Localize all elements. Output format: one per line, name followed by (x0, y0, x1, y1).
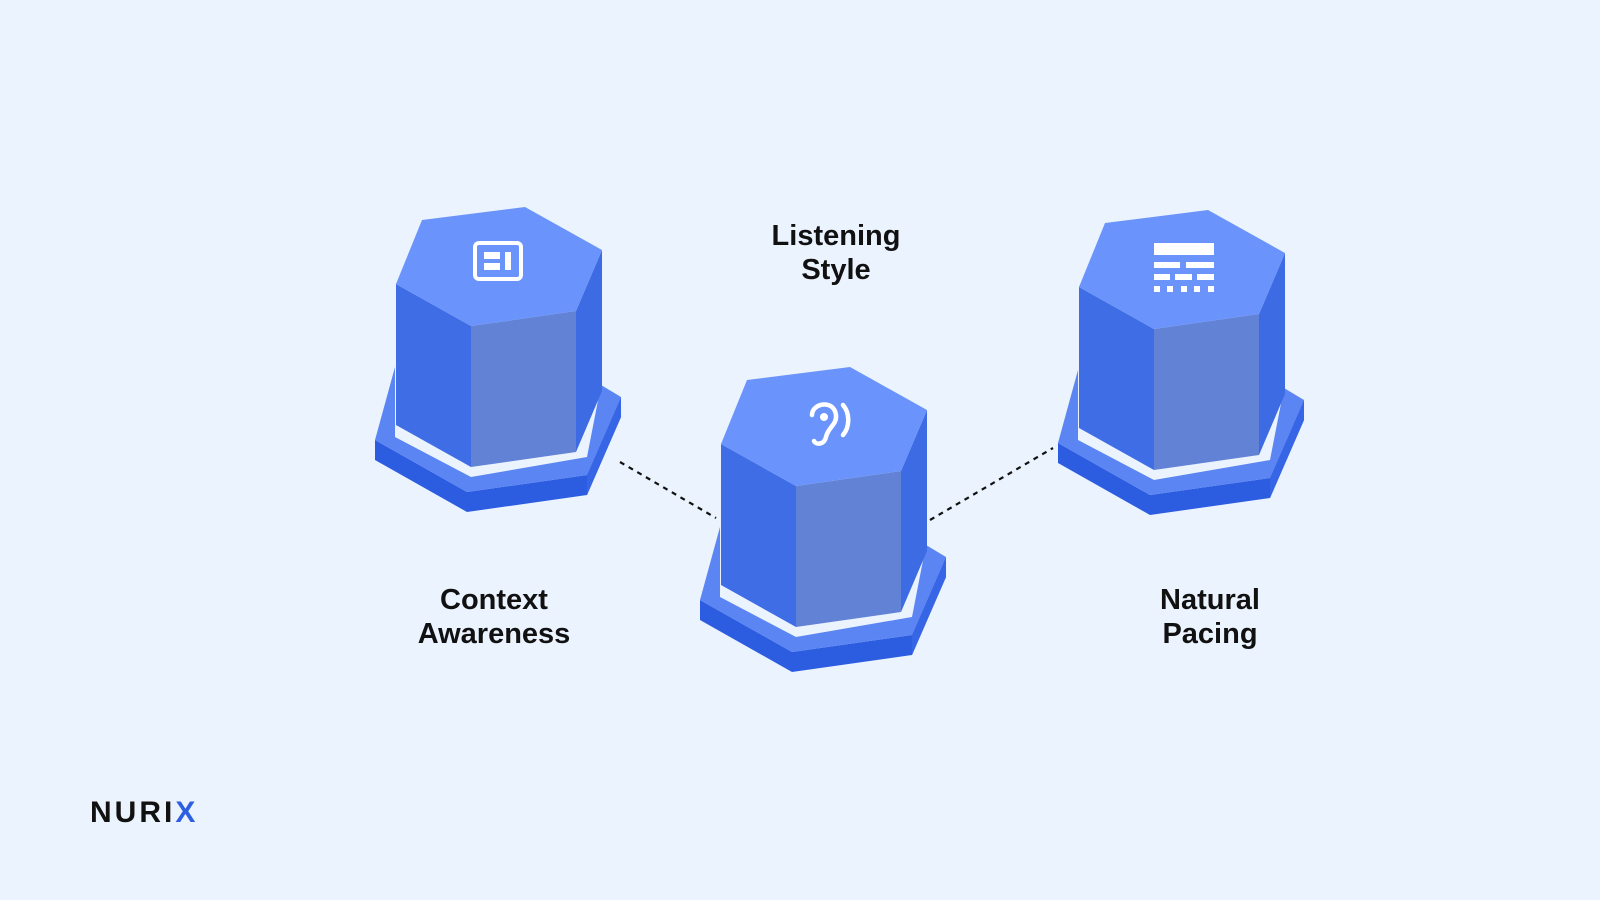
prism-context-awareness (375, 207, 621, 512)
connector-context-listening (619, 461, 717, 519)
ear-icon (809, 402, 851, 446)
layout-panel-icon (473, 241, 523, 281)
label-line: Natural (1160, 584, 1260, 616)
label-line: Context (440, 584, 548, 616)
brand-logo: NURIX (90, 796, 198, 830)
keyboard-pattern-icon (1154, 243, 1214, 292)
prism-listening-style (700, 367, 946, 672)
label-natural-pacing: Natural Pacing (1080, 583, 1340, 651)
label-listening-style: Listening Style (706, 219, 966, 287)
prism-natural-pacing (1058, 210, 1304, 515)
logo-text: NURI (90, 796, 176, 829)
label-line: Style (801, 254, 871, 286)
label-context-awareness: Context Awareness (364, 583, 624, 651)
connector-listening-pacing (929, 447, 1054, 521)
logo-accent: X (175, 796, 199, 829)
label-line: Listening (771, 220, 901, 252)
label-line: Awareness (417, 618, 571, 650)
label-line: Pacing (1162, 618, 1258, 650)
